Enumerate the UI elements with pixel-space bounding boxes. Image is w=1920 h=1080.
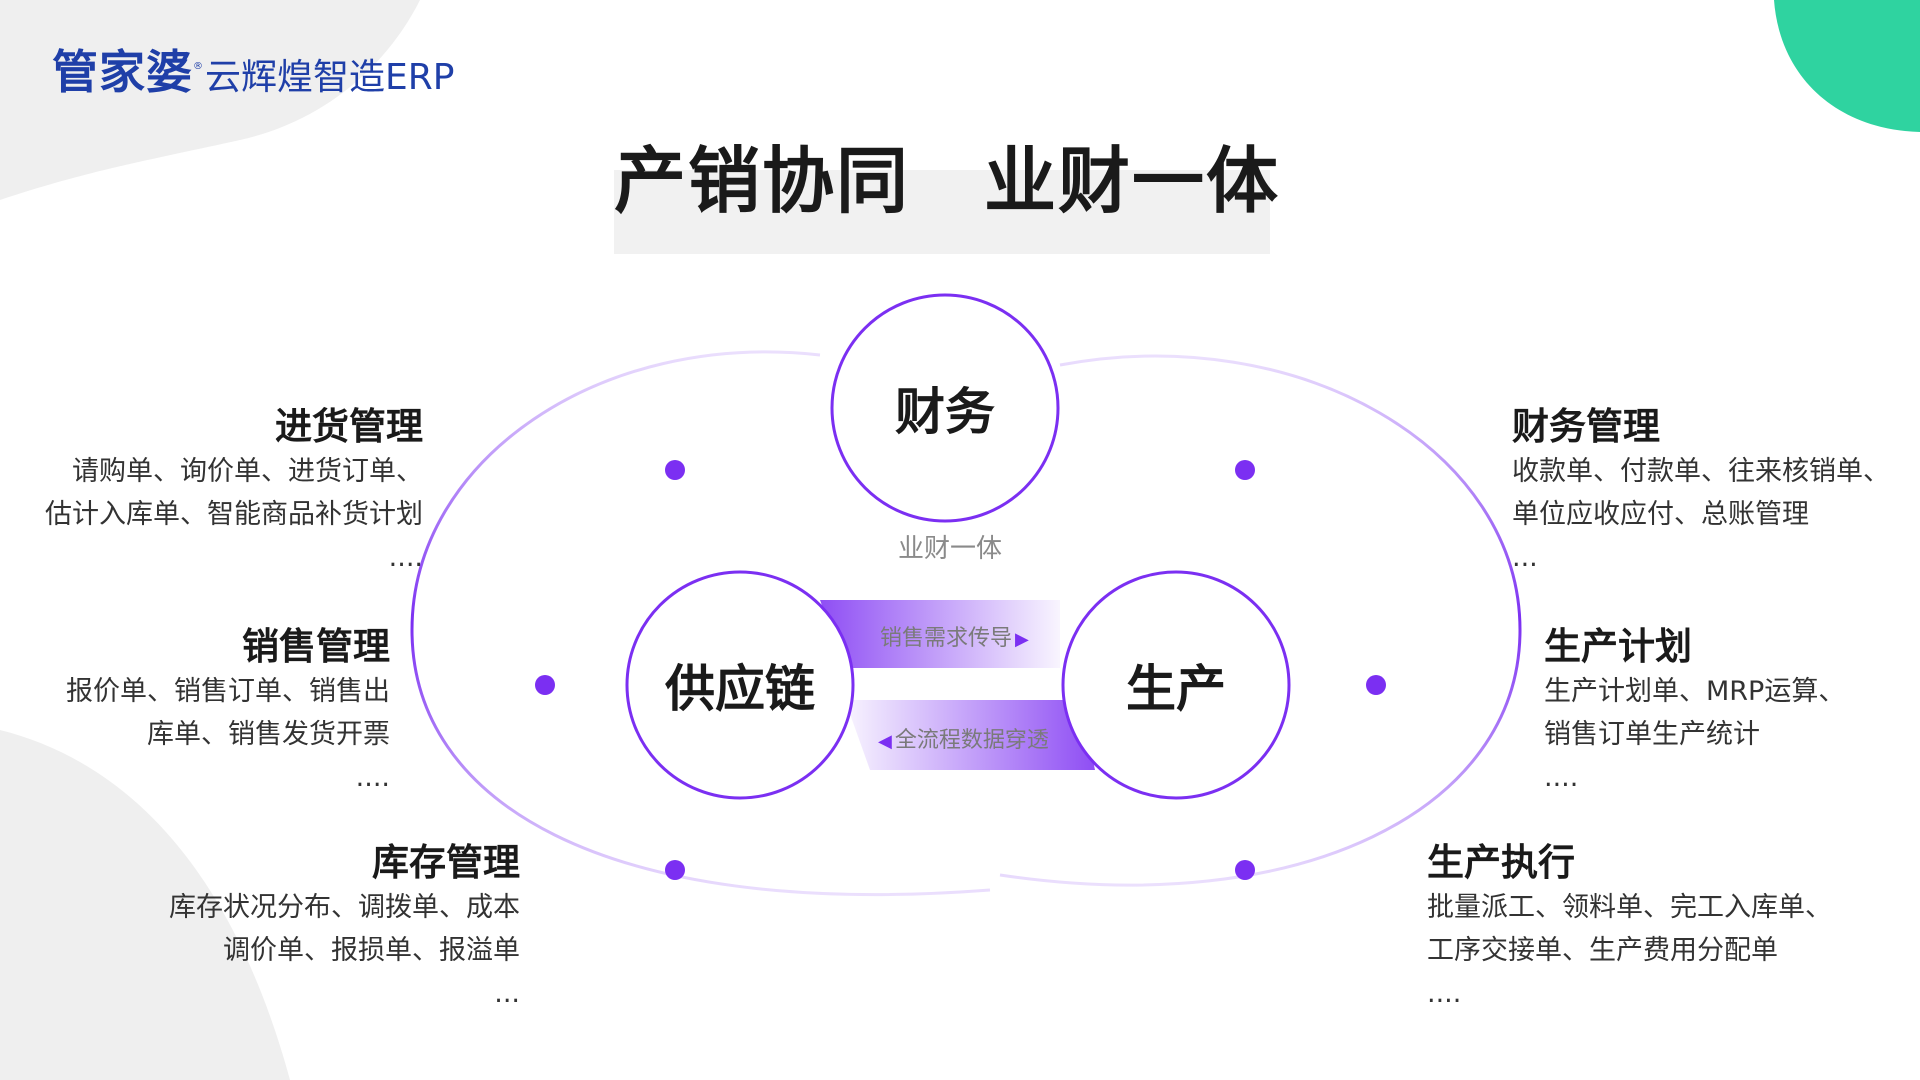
- node-production-circle: [1061, 570, 1291, 800]
- block-more: ....: [388, 542, 423, 573]
- block-heading: 生产执行: [1427, 841, 1575, 884]
- flow-top-label: 销售需求传导▶: [880, 620, 1029, 652]
- block-more: ...: [494, 978, 520, 1009]
- block-production-plan: 生产计划 生产计划单、MRP运算、 销售订单生产统计 ....: [1544, 624, 1845, 799]
- brand-name: 管家婆: [52, 45, 193, 99]
- block-more: ....: [1544, 762, 1579, 793]
- bg-blob-top-left: [0, 0, 420, 200]
- bg-blob-bottom-left: [0, 730, 290, 1080]
- block-heading: 进货管理: [275, 405, 423, 448]
- right-ellipse-arc: [999, 354, 1522, 887]
- dot-left-bottom: [665, 860, 685, 880]
- node-finance-circle: [830, 293, 1060, 523]
- node-supply-label: 供应链: [665, 660, 815, 718]
- flow-arrow-top: [820, 600, 1060, 668]
- block-line: 单位应收应付、总账管理: [1512, 499, 1809, 530]
- block-line: 调价单、报损单、报溢单: [223, 935, 520, 966]
- arrow-right-icon: ▶: [1015, 629, 1029, 650]
- dot-right-mid: [1366, 675, 1386, 695]
- flow-top-text: 销售需求传导: [880, 626, 1013, 651]
- flow-bottom-label: ◀全流程数据穿透: [878, 722, 1049, 754]
- left-ellipse-arc: [410, 350, 991, 897]
- block-line: 批量派工、领料单、完工入库单、: [1427, 892, 1832, 923]
- block-line: 库单、销售发货开票: [147, 719, 390, 750]
- block-heading: 库存管理: [372, 841, 520, 884]
- title-band: [614, 170, 1270, 254]
- block-line: 收款单、付款单、往来核销单、: [1512, 456, 1890, 487]
- bg-green-corner: [1774, 0, 1920, 132]
- brand-registered-mark: ®: [193, 61, 203, 72]
- block-line: 请购单、询价单、进货订单、: [72, 456, 423, 487]
- dot-right-top: [1235, 460, 1255, 480]
- block-heading: 生产计划: [1544, 625, 1692, 668]
- block-heading: 财务管理: [1512, 405, 1660, 448]
- flow-arrow-bottom: [845, 700, 1095, 770]
- block-line: 报价单、销售订单、销售出: [66, 676, 390, 707]
- block-line: 工序交接单、生产费用分配单: [1427, 935, 1778, 966]
- brand-product: 云辉煌智造ERP: [205, 57, 455, 98]
- arrow-left-icon: ◀: [878, 731, 892, 752]
- block-more: ...: [1512, 542, 1538, 573]
- block-line: 估计入库单、智能商品补货计划: [45, 499, 423, 530]
- block-heading: 销售管理: [242, 625, 390, 668]
- block-more: ....: [1427, 978, 1462, 1009]
- page-title: 产销协同 业财一体: [614, 139, 1281, 223]
- block-line: 销售订单生产统计: [1544, 719, 1760, 750]
- flow-bottom-text: 全流程数据穿透: [894, 728, 1049, 753]
- block-finance: 财务管理 收款单、付款单、往来核销单、 单位应收应付、总账管理 ...: [1512, 404, 1890, 579]
- block-sales: 销售管理 报价单、销售订单、销售出 库单、销售发货开票 ....: [66, 624, 390, 799]
- node-finance-label: 财务: [895, 383, 995, 441]
- brand-logo: 管家婆 ® 云辉煌智造ERP: [52, 36, 454, 102]
- dot-right-bottom: [1235, 860, 1255, 880]
- node-supply-circle: [625, 570, 855, 800]
- center-caption: 业财一体: [897, 534, 1002, 564]
- block-production-exec: 生产执行 批量派工、领料单、完工入库单、 工序交接单、生产费用分配单 ....: [1427, 840, 1832, 1015]
- dot-left-top: [665, 460, 685, 480]
- block-line: 库存状况分布、调拨单、成本: [169, 892, 520, 923]
- block-more: ....: [355, 762, 390, 793]
- block-line: 生产计划单、MRP运算、: [1544, 676, 1846, 707]
- block-purchase: 进货管理 请购单、询价单、进货订单、 估计入库单、智能商品补货计划 ....: [45, 404, 423, 579]
- dot-left-mid: [535, 675, 555, 695]
- block-inventory: 库存管理 库存状况分布、调拨单、成本 调价单、报损单、报溢单 ...: [169, 840, 520, 1015]
- node-production-label: 生产: [1126, 660, 1226, 718]
